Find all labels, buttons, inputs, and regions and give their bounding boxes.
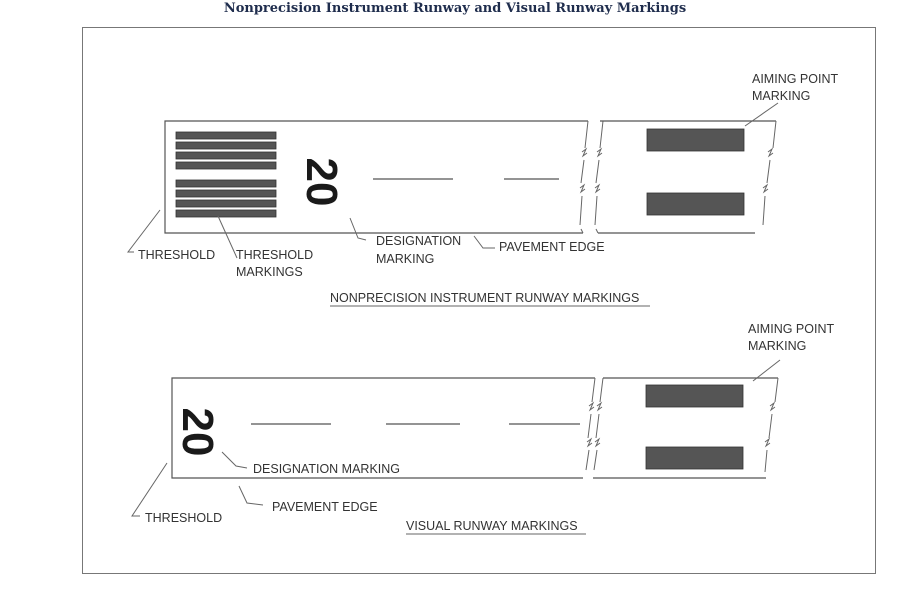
- bottom-aiming-point-label-line1: AIMING POINT: [748, 322, 834, 336]
- bottom-break-mark-left: [585, 377, 596, 471]
- top-designation-label-line1: DESIGNATION: [376, 234, 461, 248]
- top-break-mark-end: [762, 120, 777, 226]
- bottom-aiming-point-label-line2: MARKING: [748, 339, 806, 353]
- bottom-pavement-edge-leader: [238, 485, 264, 506]
- threshold-bar: [175, 209, 277, 218]
- nonprecision-section-heading: NONPRECISION INSTRUMENT RUNWAY MARKINGS: [330, 291, 639, 305]
- bottom-designation-number: 20: [173, 408, 222, 457]
- top-break-mark-right: [594, 120, 604, 234]
- aiming-point-bar: [645, 446, 744, 470]
- bottom-designation-leader: [221, 451, 248, 469]
- top-break-mark-left: [579, 120, 589, 234]
- nonprecision-runway: 20 AIMING POINT MARKING THRESHOLD THRESH…: [126, 72, 838, 307]
- top-pavement-edge-label: PAVEMENT EDGE: [499, 240, 605, 254]
- threshold-leader: [126, 209, 161, 253]
- bottom-runway-left-outline: [171, 377, 595, 479]
- threshold-bar: [175, 199, 277, 208]
- designation-leader: [349, 217, 367, 241]
- visual-section-heading: VISUAL RUNWAY MARKINGS: [406, 519, 578, 533]
- top-aiming-point-label-line1: AIMING POINT: [752, 72, 838, 86]
- threshold-bar: [175, 179, 277, 188]
- bottom-runway-right-outline: [593, 377, 778, 479]
- threshold-bar: [175, 151, 277, 160]
- pavement-edge-leader: [473, 235, 495, 249]
- bottom-pavement-edge-label: PAVEMENT EDGE: [272, 500, 378, 514]
- threshold-bar: [175, 189, 277, 198]
- threshold-bar: [175, 131, 277, 140]
- aiming-point-bar: [646, 192, 745, 216]
- bottom-threshold-leader: [131, 462, 168, 517]
- aiming-point-bar: [645, 384, 744, 408]
- bottom-threshold-label: THRESHOLD: [145, 511, 222, 525]
- visual-runway: 20 AIMING POINT MARKING DESIGNATION MARK…: [131, 322, 834, 535]
- top-runway-right-outline: [598, 120, 776, 234]
- bottom-break-mark-right: [593, 377, 604, 471]
- page-title: Nonprecision Instrument Runway and Visua…: [223, 1, 687, 16]
- aiming-point-leader: [744, 102, 779, 127]
- threshold-markings-leader: [217, 215, 238, 259]
- bottom-break-mark-end: [764, 377, 779, 473]
- diagram-frame: [82, 27, 876, 574]
- top-designation-label-line2: MARKING: [376, 252, 434, 266]
- top-designation-number: 20: [297, 158, 346, 207]
- threshold-markings-label-line1: THRESHOLD: [236, 248, 313, 262]
- threshold-markings-label-line2: MARKINGS: [236, 265, 303, 279]
- threshold-bar: [175, 161, 277, 170]
- top-aiming-point-label-line2: MARKING: [752, 89, 810, 103]
- bottom-aiming-point-leader: [752, 359, 781, 382]
- threshold-bar: [175, 141, 277, 150]
- threshold-markings: [175, 131, 277, 218]
- aiming-point-bar: [646, 128, 745, 152]
- bottom-designation-label: DESIGNATION MARKING: [253, 462, 400, 476]
- top-runway-left-outline: [164, 120, 588, 234]
- top-threshold-label: THRESHOLD: [138, 248, 215, 262]
